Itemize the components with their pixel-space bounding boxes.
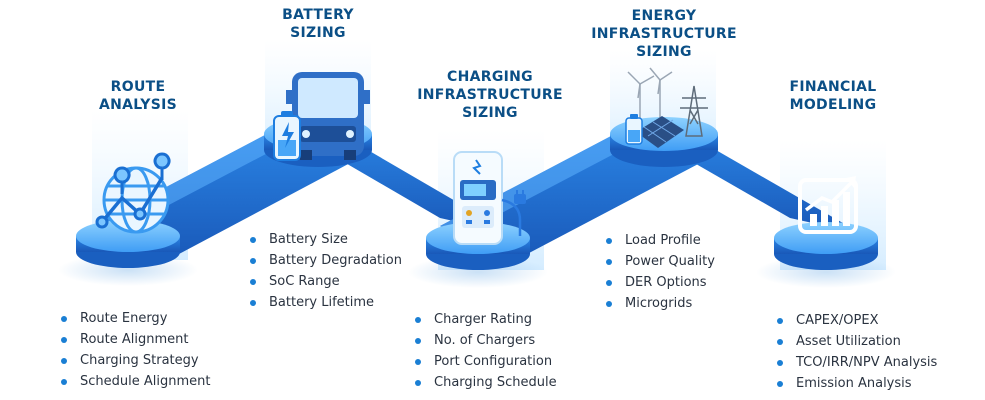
stage-title-battery: BATTERY SIZING: [258, 6, 378, 42]
stage-title-financial: FINANCIAL MODELING: [768, 78, 898, 114]
list-item: Asset Utilization: [776, 331, 937, 352]
list-item: Charger Rating: [414, 309, 557, 330]
list-item: Route Alignment: [60, 329, 210, 350]
list-item: No. of Chargers: [414, 330, 557, 351]
list-item: Battery Lifetime: [249, 292, 402, 313]
stage-title-line: INFRASTRUCTURE: [591, 26, 737, 42]
bullet-list-financial: CAPEX/OPEX Asset Utilization TCO/IRR/NPV…: [776, 310, 937, 394]
list-item: Power Quality: [605, 251, 715, 272]
list-item: Microgrids: [605, 293, 715, 314]
list-item: TCO/IRR/NPV Analysis: [776, 352, 937, 373]
stage-title-line: ROUTE: [110, 79, 166, 95]
stage-title-line: ANALYSIS: [98, 97, 178, 113]
solar-wind-grid-icon: [625, 67, 708, 148]
platform-financial: [774, 222, 878, 270]
list-item: Emission Analysis: [776, 373, 937, 394]
stage-title-energy: ENERGY INFRASTRUCTURE SIZING: [584, 7, 744, 61]
list-item: Charging Schedule: [414, 372, 557, 393]
list-item: Schedule Alignment: [60, 371, 210, 392]
bullet-list-charging: Charger Rating No. of Chargers Port Conf…: [414, 309, 557, 393]
stage-title-line: SIZING: [636, 44, 692, 60]
bullet-list-route: Route Energy Route Alignment Charging St…: [60, 308, 210, 392]
list-item: Charging Strategy: [60, 350, 210, 371]
list-item: CAPEX/OPEX: [776, 310, 937, 331]
list-item: Route Energy: [60, 308, 210, 329]
ev-charger-icon: [453, 151, 526, 245]
list-item: DER Options: [605, 272, 715, 293]
growth-chart-icon: [798, 176, 858, 234]
stage-title-line: MODELING: [789, 97, 877, 113]
globe-route-pins-icon: [95, 152, 171, 234]
stage-title-line: SIZING: [290, 25, 346, 41]
platform-charging: [426, 222, 530, 270]
list-item: Battery Degradation: [249, 250, 402, 271]
electric-bus-battery-icon: [273, 72, 370, 161]
list-item: Load Profile: [605, 230, 715, 251]
bullet-list-battery: Battery Size Battery Degradation SoC Ran…: [249, 229, 402, 313]
stage-title-line: BATTERY: [282, 7, 354, 23]
stage-title-line: CHARGING: [447, 69, 533, 85]
list-item: Port Configuration: [414, 351, 557, 372]
stage-title-route: ROUTE ANALYSIS: [78, 78, 198, 114]
bullet-list-energy: Load Profile Power Quality DER Options M…: [605, 230, 715, 314]
list-item: SoC Range: [249, 271, 402, 292]
stage-title-line: INFRASTRUCTURE: [417, 87, 563, 103]
stage-title-line: FINANCIAL: [789, 79, 877, 95]
stage-title-charging: CHARGING INFRASTRUCTURE SIZING: [410, 68, 570, 122]
stage-title-line: ENERGY: [631, 8, 697, 24]
list-item: Battery Size: [249, 229, 402, 250]
stage-title-line: SIZING: [462, 105, 518, 121]
